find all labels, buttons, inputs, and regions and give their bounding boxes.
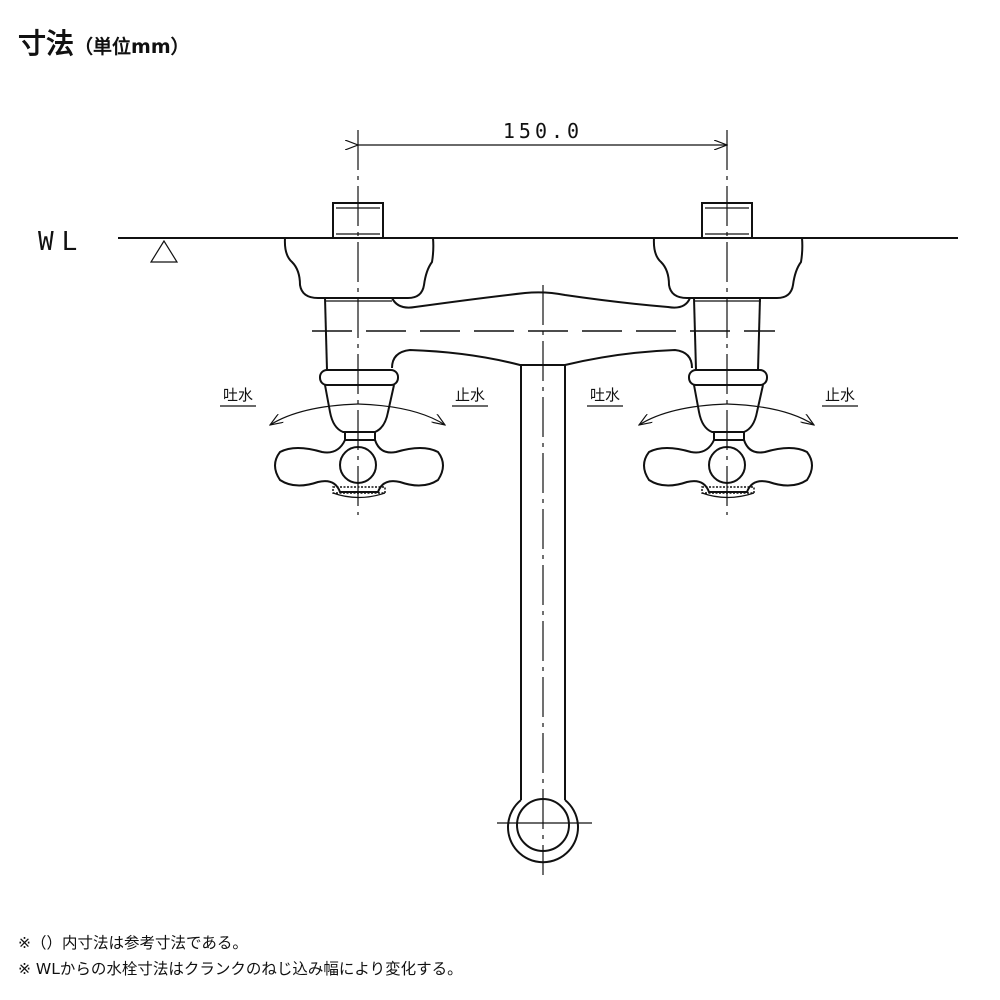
- svg-text:止水: 止水: [825, 386, 855, 404]
- svg-text:吐水: 吐水: [223, 386, 253, 404]
- crank-body-bottom: [391, 348, 693, 369]
- label-discharge-right: 吐水: [587, 386, 623, 407]
- note-1: ※（）内寸法は参考寸法である。: [18, 934, 248, 952]
- right-valve: [639, 130, 814, 515]
- notes: ※（）内寸法は参考寸法である。 ※ WLからの水栓寸法はクランクのねじ込み幅によ…: [18, 930, 463, 982]
- label-discharge-left: 吐水: [220, 386, 256, 407]
- water-level-triangle-icon: [149, 239, 179, 263]
- crank-body-top: [391, 291, 691, 309]
- note-2: ※ WLからの水栓寸法はクランクのねじ込み幅により変化する。: [18, 960, 463, 978]
- label-stop-right: 止水: [822, 386, 858, 407]
- title-unit: （単位mm）: [74, 36, 190, 58]
- water-level-label: WL: [38, 227, 85, 257]
- svg-text:吐水: 吐水: [590, 386, 620, 404]
- svg-text:止水: 止水: [455, 386, 485, 404]
- page-title: 寸法（単位mm）: [18, 22, 190, 62]
- dimension-value: 150.0: [503, 119, 583, 143]
- left-valve: [270, 130, 445, 515]
- title-main: 寸法: [18, 27, 75, 60]
- label-stop-left: 止水: [452, 386, 488, 407]
